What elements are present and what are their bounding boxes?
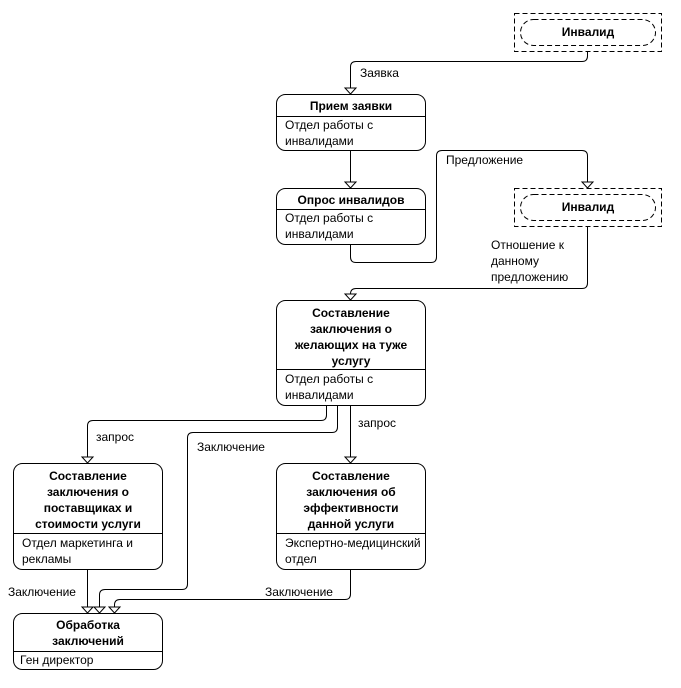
flow-line-zaklyuchenie-right: [114, 569, 351, 607]
flow-label: Заключение: [265, 585, 333, 599]
flow-label: Заявка: [360, 66, 399, 80]
flow-label: Отношение к данному предложению: [491, 238, 569, 284]
process-performer: Отдел работы с инвалидами: [285, 211, 374, 241]
process-box-6[interactable]: [13, 613, 163, 670]
process-performer: Отдел работы с инвалидами: [285, 118, 374, 148]
flow-label: Предложение: [446, 153, 524, 167]
flow-line-zaklyuchenie-center: [99, 405, 338, 607]
process-performer: Ген директор: [20, 653, 94, 667]
external-entity-label: Инвалид: [561, 25, 615, 39]
flow-line-zayavka: [350, 51, 588, 88]
process-performer: Отдел работы с инвалидами: [285, 372, 374, 402]
process-title: Прием заявки: [309, 99, 393, 113]
arrowheads: [80, 87, 595, 614]
process-title: Составление заключения об эффективности …: [303, 469, 399, 531]
flow-label: запрос: [358, 416, 397, 430]
flow-line-predlozhenie: [350, 150, 588, 263]
flow-line-zapros-left: [87, 405, 327, 457]
process-title: Составление заключения о желающих на туж…: [294, 306, 408, 368]
process-title: Опрос инвалидов: [297, 193, 405, 207]
process-performer: Отдел маркетинга и рекламы: [22, 536, 133, 566]
flow-label: Заключение: [197, 440, 265, 454]
process-title: Обработка заключений: [52, 618, 124, 648]
flow-line-otnoshenie: [350, 226, 588, 295]
process-title: Составление заключения о поставщиках и с…: [35, 469, 141, 531]
flow-label: запрос: [96, 430, 135, 444]
flow-label: Заключение: [8, 585, 76, 599]
process-performer: Экспертно-медицинский отдел: [285, 536, 421, 566]
external-entity-label: Инвалид: [561, 200, 615, 214]
